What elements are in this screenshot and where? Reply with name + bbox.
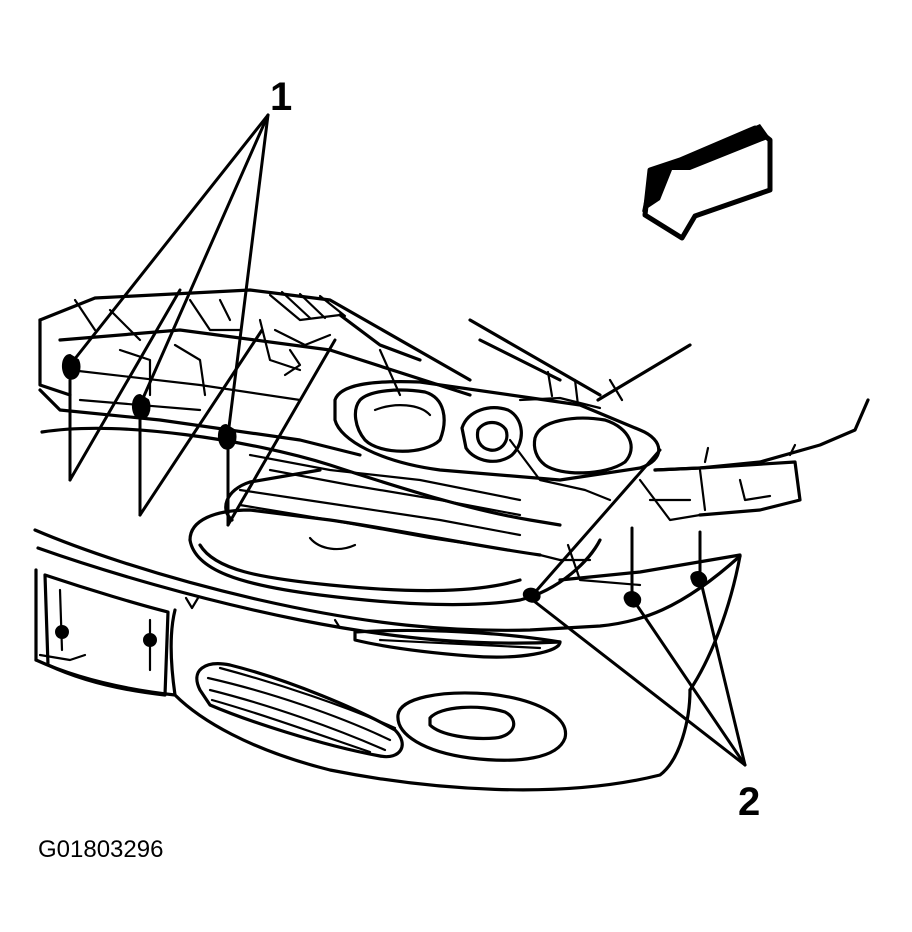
right-fender-bracket [638,443,802,522]
callout-2-leaders [528,448,747,767]
hood-outline [468,318,870,472]
callout-1-leaders [68,113,337,527]
front-bumper-fascia [33,528,742,792]
headlamp-assembly [333,370,661,502]
upper-fasteners [62,353,237,527]
figure-id: G01803296 [38,836,163,863]
fascia-upper [40,426,742,607]
radiator-support [38,288,472,457]
callout-label-2: 2 [738,780,760,824]
lower-fasteners [522,526,708,608]
callout-label-1: 1 [270,75,292,119]
forward-direction-arrow-icon [642,124,773,241]
